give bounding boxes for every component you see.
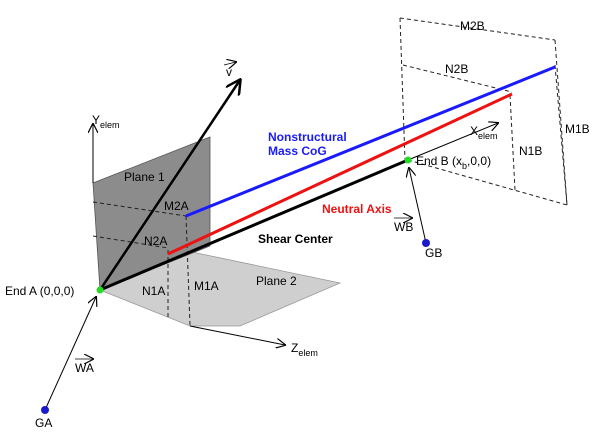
wb-vector [409, 168, 427, 244]
n2a-label: N2A [144, 234, 167, 248]
end-b-label: End B (xb,0,0) [416, 154, 491, 171]
plane1-dashed-top [92, 201, 187, 217]
end-a-point [96, 286, 104, 294]
z-elem-axis [189, 325, 285, 345]
n1b-label: N1B [519, 144, 542, 158]
x-elem-label: Xelem [470, 124, 498, 141]
plane-2-label: Plane 2 [256, 274, 297, 288]
x-elem-axis [407, 123, 498, 161]
nonstructural-label-line1: Nonstructural [268, 130, 347, 144]
n2b-label: N2B [445, 62, 468, 76]
b-n2b-dashed [402, 64, 513, 93]
ga-point [41, 406, 49, 414]
plane-1-label: Plane 1 [124, 170, 165, 184]
wb-label: WB [394, 220, 413, 234]
v-label: v [226, 65, 232, 79]
neutral-axis-line [167, 92, 513, 256]
end-a-label: End A (0,0,0) [5, 284, 74, 298]
nonstructural-mass-cog-line [185, 65, 556, 218]
shear-center-label: Shear Center [258, 232, 333, 246]
gb-point [422, 239, 430, 247]
neutral-axis-label: Neutral Axis [322, 202, 392, 216]
z-elem-label: Zelem [291, 341, 318, 358]
end-b-point [404, 156, 412, 164]
b-m1b-dashed [554, 64, 568, 206]
b-top-dashed [399, 17, 556, 41]
nonstructural-label-line2: Mass CoG [268, 144, 327, 158]
v-label-arrow [223, 62, 236, 65]
gb-label: GB [425, 246, 442, 260]
y-elem-label: Yelem [92, 113, 120, 130]
ga-label: GA [35, 416, 52, 430]
v-vector [98, 80, 240, 291]
wa-label: WA [75, 361, 94, 375]
wa-vector [44, 297, 96, 411]
m2a-label: M2A [164, 199, 189, 213]
shear-center-line [99, 158, 409, 292]
b-n1b-dashed [509, 94, 516, 191]
b-vert-left [399, 17, 406, 161]
n1a-label: N1A [142, 284, 165, 298]
m2b-label: M2B [460, 19, 485, 33]
m1b-label: M1B [565, 122, 590, 136]
m1a-label: M1A [194, 279, 219, 293]
